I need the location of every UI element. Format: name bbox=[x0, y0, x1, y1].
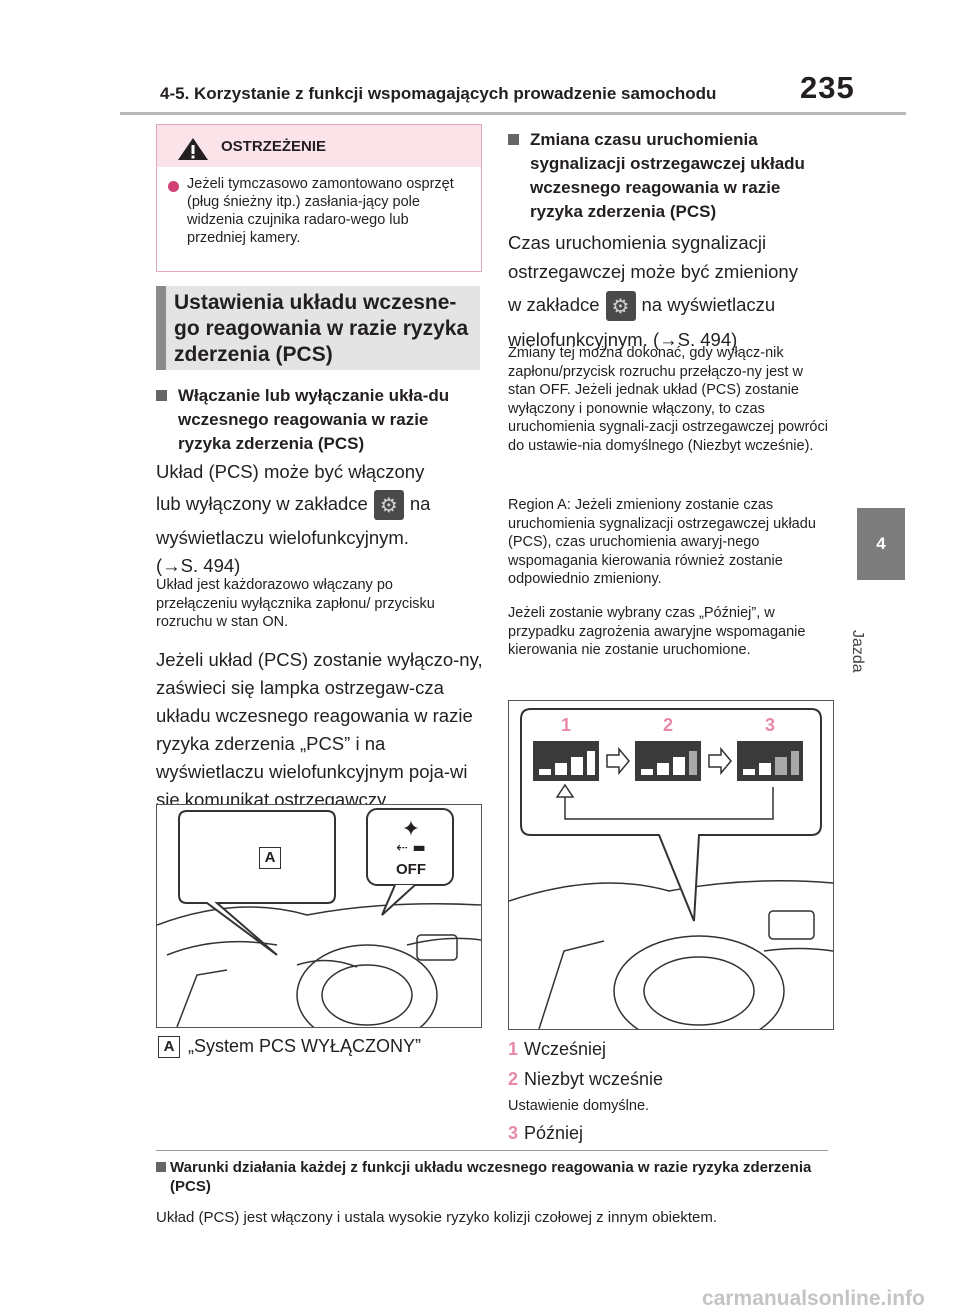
right-p1-line2: ostrzegawczej może być zmieniony bbox=[508, 261, 798, 282]
item-label: Niezbyt wcześnie bbox=[524, 1069, 664, 1089]
figure-label-1: 1 bbox=[561, 715, 572, 735]
chapter-label-text: Jazda bbox=[849, 630, 866, 673]
running-header: 4-5. Korzystanie z funkcji wspomagającyc… bbox=[160, 84, 717, 103]
item-number: 2 bbox=[508, 1069, 519, 1089]
off-label: OFF bbox=[396, 861, 426, 878]
left-p1-line2: lub wyłączony w zakładce na bbox=[156, 490, 486, 521]
warning-header: OSTRZEŻENIE bbox=[157, 125, 481, 167]
right-p1-line1: Czas uruchomienia sygnalizacji bbox=[508, 232, 767, 253]
right-p1-text: w zakładce bbox=[508, 294, 600, 315]
settings-gear-icon bbox=[373, 490, 404, 521]
right-note-3: Jeżeli zostanie wybrany czas „Później”, … bbox=[508, 605, 806, 658]
watermark: carmanualsonline.info bbox=[702, 1287, 925, 1310]
right-p1-line3: w zakładce na wyświetlaczu bbox=[508, 290, 838, 322]
caption-text: „System PCS WYŁĄCZONY” bbox=[188, 1036, 422, 1056]
default-note: Ustawienie domyślne. bbox=[508, 1098, 650, 1114]
item-number: 3 bbox=[508, 1123, 519, 1143]
left-p1-na: na bbox=[409, 493, 431, 514]
pcs-warning-icon: ✦ ⇠ ▬ bbox=[396, 817, 426, 856]
item-number: 1 bbox=[508, 1039, 519, 1059]
warning-timing-illustration: 1 2 3 bbox=[508, 700, 834, 1030]
warning-box: OSTRZEŻENIE Jeżeli tymczasowo zamontowan… bbox=[156, 124, 482, 272]
square-bullet-icon bbox=[156, 390, 167, 401]
warning-body: Jeżeli tymczasowo zamontowano osprzęt (p… bbox=[157, 167, 481, 247]
pcs-off-illustration: A ✦ ⇠ ▬ OFF bbox=[156, 804, 482, 1028]
page-number: 235 bbox=[800, 70, 855, 105]
warning-title: OSTRZEŻENIE bbox=[221, 138, 327, 155]
left-note: Układ jest każdorazowo włączany po przeł… bbox=[156, 577, 435, 630]
right-p1-line4: wielofunkcyjnym. (→S. 494) bbox=[508, 329, 738, 351]
item-label: Wcześniej bbox=[524, 1039, 607, 1059]
left-paragraph-1: Układ (PCS) może być włączony lub wyłącz… bbox=[156, 458, 486, 580]
left-p1-line3: wyświetlaczu wielofunkcyjnym. bbox=[156, 527, 409, 549]
header-divider bbox=[120, 112, 906, 115]
conditions-heading: Warunki działania każdej z funkcji układ… bbox=[156, 1158, 828, 1196]
conditions-text: Układ (PCS) jest włączony i ustala wysok… bbox=[156, 1209, 718, 1226]
right-subheading-text: Zmiana czasu uruchomienia sygnalizacji o… bbox=[530, 130, 805, 221]
left-subheading: Włączanie lub wyłączanie ukła-du wczesne… bbox=[156, 384, 480, 456]
warning-text: Jeżeli tymczasowo zamontowano osprzęt (p… bbox=[187, 176, 454, 246]
figure-caption: A „System PCS WYŁĄCZONY” bbox=[158, 1036, 422, 1059]
figure-label-3: 3 bbox=[765, 715, 776, 735]
chapter-tab: 4 bbox=[857, 508, 905, 580]
bullet-icon bbox=[168, 181, 179, 192]
section-title: Ustawienia układu wczesne-go reagowania … bbox=[156, 286, 480, 370]
square-bullet-icon bbox=[508, 134, 519, 145]
chapter-label: Jazda bbox=[849, 590, 904, 673]
right-subheading: Zmiana czasu uruchomienia sygnalizacji o… bbox=[508, 128, 838, 224]
conditions-heading-text: Warunki działania każdej z funkcji układ… bbox=[170, 1159, 812, 1195]
square-bullet-icon bbox=[156, 1162, 166, 1172]
right-note-2: Region A: Jeżeli zmieniony zostanie czas… bbox=[508, 497, 816, 587]
figure-label-2: 2 bbox=[663, 715, 674, 735]
warning-triangle-icon bbox=[178, 138, 208, 160]
caption-tag-a: A bbox=[158, 1036, 180, 1059]
bottom-divider bbox=[156, 1150, 828, 1151]
right-paragraph-1: Czas uruchomienia sygnalizacji ostrzegaw… bbox=[508, 228, 838, 354]
figure-tag-a: A bbox=[259, 847, 281, 869]
right-note-1: Zmiany tej można dokonać, gdy wyłącz-nik… bbox=[508, 345, 828, 454]
timing-drawing bbox=[509, 708, 833, 1029]
settings-gear-icon bbox=[605, 291, 636, 322]
item-label: Później bbox=[524, 1123, 584, 1143]
left-subheading-text: Włączanie lub wyłączanie ukła-du wczesne… bbox=[178, 386, 450, 453]
left-p1-line1: Układ (PCS) może być włączony bbox=[156, 461, 425, 482]
left-paragraph-2: Jeżeli układ (PCS) zostanie wyłączo-ny, … bbox=[156, 649, 483, 810]
left-p1-ref: (→S. 494) bbox=[156, 555, 241, 577]
right-p1-text2: na wyświetlaczu bbox=[641, 294, 776, 315]
dashboard-drawing bbox=[157, 808, 481, 1027]
left-p1-text: lub wyłączony w zakładce bbox=[156, 493, 368, 514]
